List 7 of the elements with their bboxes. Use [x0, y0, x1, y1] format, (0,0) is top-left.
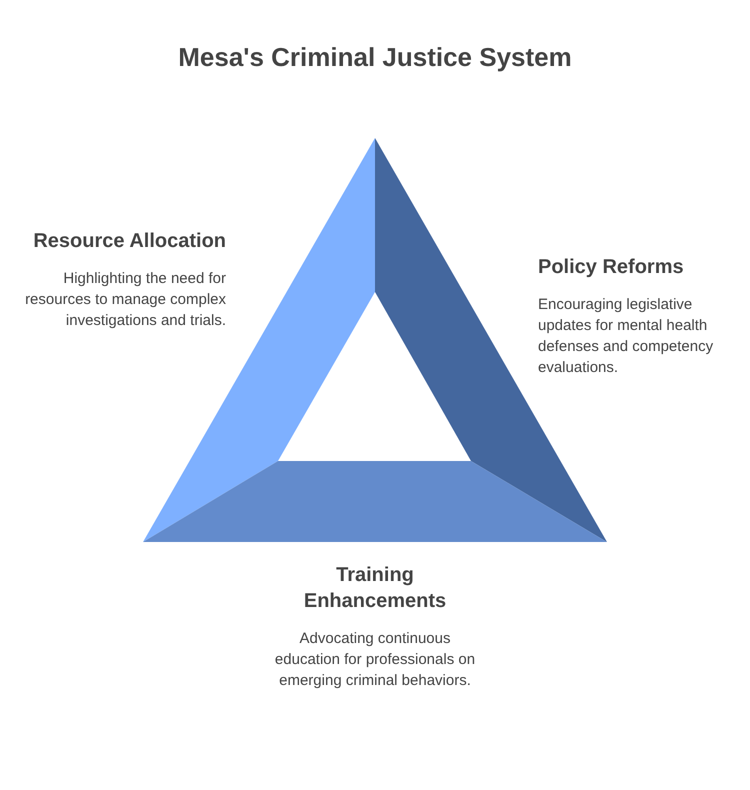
- section-heading: Policy Reforms: [538, 255, 685, 280]
- description-text: Highlighting the need for resources to manage complex investigations and trials.: [24, 269, 226, 331]
- description-text: Encouraging legislative updates for mental health defenses and competency evaluations.: [538, 295, 714, 378]
- description-text: Advocating continuous education for professionals on emerging criminal behaviors.: [274, 629, 476, 691]
- section-heading: Resource Allocation: [32, 229, 226, 254]
- section-heading: Training Enhancements: [302, 563, 448, 614]
- title: Mesa's Criminal Justice System: [177, 42, 573, 73]
